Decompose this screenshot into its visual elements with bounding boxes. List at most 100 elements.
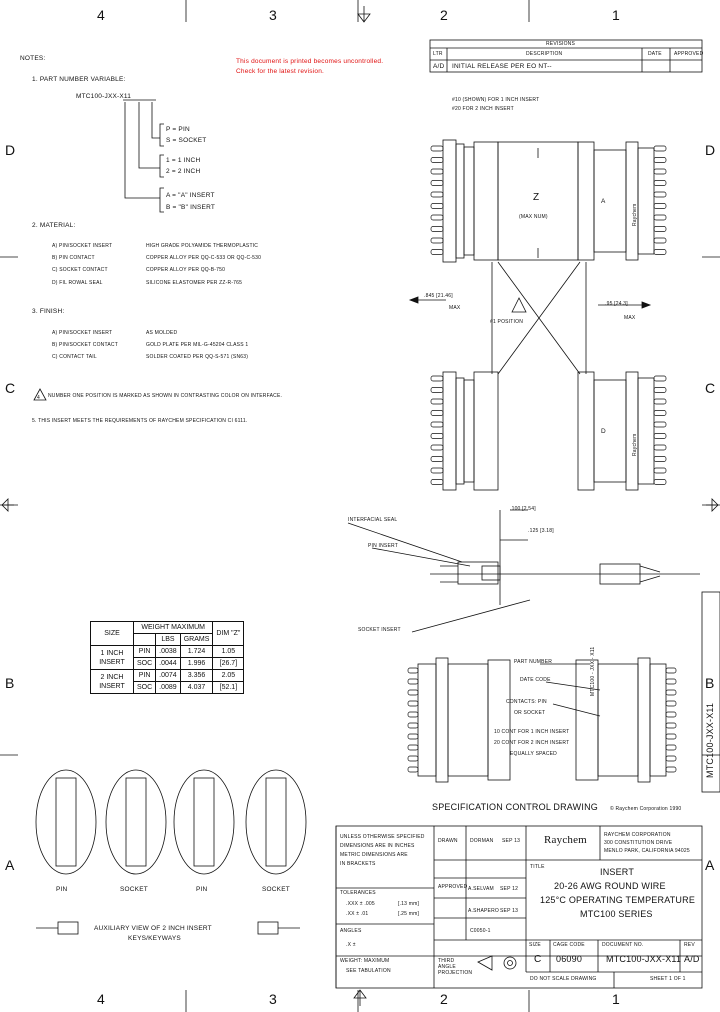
- cell-dim-metric: [26.7]: [212, 657, 245, 670]
- rev-col-date: DATE: [648, 51, 662, 57]
- contact-pin: [653, 157, 667, 163]
- dim-845: .845 [21.46]: [424, 293, 453, 299]
- zone-top-1: 1: [612, 7, 620, 23]
- dim-95-max: MAX: [624, 315, 636, 321]
- row-size: 1 INCH INSERT: [90, 645, 134, 670]
- contact-pin: [653, 467, 667, 474]
- note-1: 1. PART NUMBER VARIABLE:: [32, 76, 126, 83]
- contact-pin: [430, 214, 444, 221]
- col-grams: GRAMS: [179, 633, 214, 646]
- contacts-callout-5: EQUALLY SPACED: [510, 751, 557, 757]
- zone-top-4: 4: [97, 7, 105, 23]
- view-label-socket-1: SOCKET: [120, 886, 148, 893]
- tolerance-xxx: .XXX ± .005: [346, 901, 375, 907]
- material-b-item: B) PIN CONTACT: [52, 255, 95, 261]
- contact-pin: [430, 421, 444, 428]
- zone-left-d: D: [5, 142, 16, 158]
- contact-pin: [653, 226, 667, 232]
- rev-row-desc: INITIAL RELEASE PER EO NT--: [452, 63, 552, 70]
- zone-right-d: D: [705, 142, 716, 158]
- tolerance-xx: .XX ± .01: [346, 911, 369, 917]
- body-part-marking: MTC100 - JXX - X11: [590, 646, 596, 696]
- zone-left-c: C: [5, 380, 16, 396]
- table-row: SOC .0044 1.996 [26.7]: [91, 657, 245, 670]
- finish-a-item: A) PIN/SOCKET INSERT: [52, 330, 113, 336]
- finish-c-item: C) CONTACT TAIL: [52, 354, 97, 360]
- cell-grams: 1.996: [179, 657, 214, 670]
- contact-pin: [407, 722, 419, 729]
- cell-lbs: .0038: [155, 645, 181, 658]
- note-4-number: 4: [37, 395, 40, 401]
- approver-2-date: SEP 13: [500, 908, 519, 914]
- do-not-scale: DO NOT SCALE DRAWING: [530, 976, 597, 982]
- company-address-2: 300 CONSTITUTION DRIVE: [604, 840, 673, 846]
- cell-dim-metric: [52.1]: [212, 681, 245, 694]
- size-label: SIZE: [529, 942, 541, 948]
- aux-view-label-2: KEYS/KEYWAYS: [128, 935, 181, 942]
- option-a: A = "A" INSERT: [166, 192, 215, 199]
- cell-dim: 2.05: [212, 669, 245, 682]
- contact-pin: [430, 398, 444, 405]
- contact-pin: [653, 237, 667, 244]
- cell-type: SOC: [132, 681, 157, 694]
- finish-c-spec: SOLDER COATED PER QQ-S-571 (SN63): [146, 354, 249, 360]
- contact-pin: [430, 226, 444, 232]
- contact-pin: [430, 203, 444, 209]
- copyright: © Raychem Corporation 1990: [610, 806, 682, 812]
- contact-pin: [430, 444, 444, 451]
- contact-pin: [430, 375, 444, 382]
- title-label: TITLE: [530, 864, 545, 870]
- zone-top-3: 3: [269, 7, 277, 23]
- contact-pin: [653, 180, 667, 186]
- table-row: SOC .0089 4.037 [52.1]: [91, 681, 245, 694]
- table-row: 2 INCH INSERT PIN .0074 3.356 2.05: [90, 669, 245, 694]
- dwg-no-value: MTC100-JXX-X11: [606, 954, 682, 964]
- unless-4: IN BRACKETS: [340, 861, 376, 867]
- contact-pin: [665, 678, 677, 685]
- finish-a-spec: AS MOLDED: [146, 330, 178, 336]
- callout-10-pos: #10 (SHOWN) FOR 1 INCH INSERT: [452, 97, 540, 103]
- contact-pin: [430, 387, 444, 393]
- cell-type: PIN: [132, 645, 157, 658]
- title-line-1: INSERT: [600, 867, 635, 877]
- rev-label: REV: [684, 942, 695, 948]
- uncontrolled-notice-line1: This document is printed becomes uncontr…: [236, 58, 384, 65]
- contact-pin: [653, 168, 667, 175]
- approver-1: A.SELVAM: [468, 886, 494, 892]
- contact-pin: [653, 145, 667, 152]
- contact-pin: [665, 667, 677, 674]
- rev-value: A/D: [684, 954, 700, 964]
- position-1-label: #1 POSITION: [490, 319, 524, 325]
- view-label-pin-1: PIN: [56, 886, 68, 893]
- contact-pin: [653, 479, 667, 485]
- cell-lbs: .0089: [155, 681, 181, 694]
- note-2: 2. MATERIAL:: [32, 222, 76, 229]
- contact-pin: [653, 421, 667, 428]
- angles-label: ANGLES: [340, 928, 362, 934]
- contact-pin: [665, 733, 677, 740]
- contacts-callout-4: 20 CONT FOR 2 INCH INSERT: [494, 740, 570, 746]
- note-4: NUMBER ONE POSITION IS MARKED AS SHOWN I…: [48, 393, 283, 399]
- material-d-item: D) FIL ROWAL SEAL: [52, 280, 103, 286]
- material-c-item: C) SOCKET CONTACT: [52, 267, 108, 273]
- dim-z-max: (MAX NUM): [519, 214, 548, 220]
- contacts-callout-3: 10 CONT FOR 1 INCH INSERT: [494, 729, 570, 735]
- contact-pin: [653, 456, 667, 462]
- contact-pin: [407, 733, 419, 740]
- interfacial-seal-label: INTERFACIAL SEAL: [348, 517, 398, 523]
- date-code-callout: DATE CODE: [520, 677, 551, 683]
- contact-pin: [430, 467, 444, 474]
- drawn-by: DORMAN: [470, 838, 494, 844]
- col-dim-z: DIM "Z": [212, 621, 245, 646]
- cell-lbs: .0044: [155, 657, 181, 670]
- rev-col-ltr: LTR: [433, 51, 443, 57]
- drawn-date: SEP 13: [502, 838, 521, 844]
- company-address-3: MENLO PARK, CALIFORNIA 94025: [604, 848, 690, 854]
- contact-pin: [665, 689, 677, 696]
- zone-left-b: B: [5, 675, 15, 691]
- third-angle-label: THIRD ANGLE PROJECTION: [438, 958, 473, 976]
- contact-pin: [430, 191, 444, 198]
- contact-pin: [665, 766, 677, 773]
- company-logo: Raychem: [544, 834, 587, 846]
- contact-pin: [430, 479, 444, 485]
